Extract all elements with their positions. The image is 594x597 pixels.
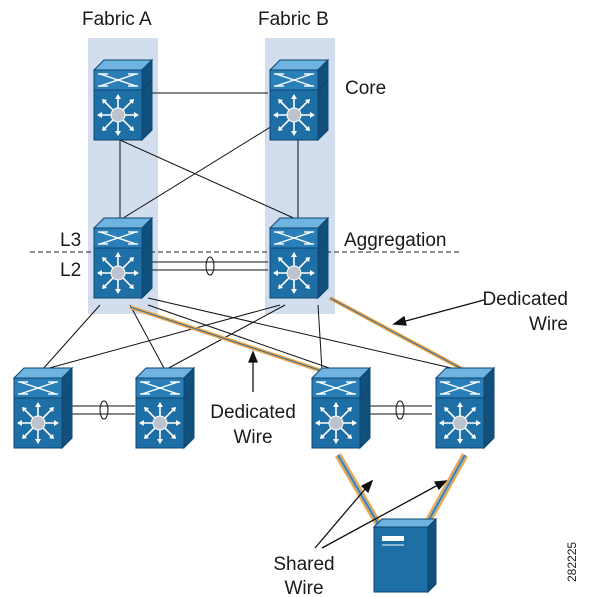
figure-number: 282225 <box>565 542 579 582</box>
dedicated-wire-right-label-line1: Dedicated <box>482 289 568 310</box>
access-links <box>41 297 461 371</box>
aggregation-switch-fabric-b <box>269 217 329 299</box>
core-label: Core <box>345 78 386 99</box>
dedicated-wire-center-label-line1: Dedicated <box>210 402 296 423</box>
callout-arrows <box>248 299 485 549</box>
shared-wires <box>334 453 469 529</box>
access-switch-3 <box>311 367 371 449</box>
core-links <box>119 92 299 221</box>
shared-wire-label-line2: Wire <box>284 578 323 597</box>
access-switch-4 <box>435 367 495 449</box>
core-switch-fabric-a <box>93 59 153 141</box>
shared-wire-label-line1: Shared <box>273 554 334 575</box>
aggregation-vpc-link <box>150 256 268 276</box>
dedicated-wire-center-label-line2: Wire <box>233 427 272 448</box>
access-switch-1 <box>13 367 73 449</box>
dedicated-wire-right-label-line2: Wire <box>529 314 568 335</box>
access-switch-2 <box>135 367 195 449</box>
access-vpc-links <box>72 400 432 420</box>
l3-label: L3 <box>60 230 81 251</box>
aggregation-label: Aggregation <box>344 230 446 251</box>
core-switch-fabric-b <box>269 59 329 141</box>
l2-label: L2 <box>60 260 81 281</box>
fabric-a-label: Fabric A <box>82 9 152 30</box>
dedicated-wires <box>129 296 469 374</box>
aggregation-switch-fabric-a <box>93 217 153 299</box>
fabric-b-label: Fabric B <box>258 9 329 30</box>
server-icon <box>372 517 438 594</box>
